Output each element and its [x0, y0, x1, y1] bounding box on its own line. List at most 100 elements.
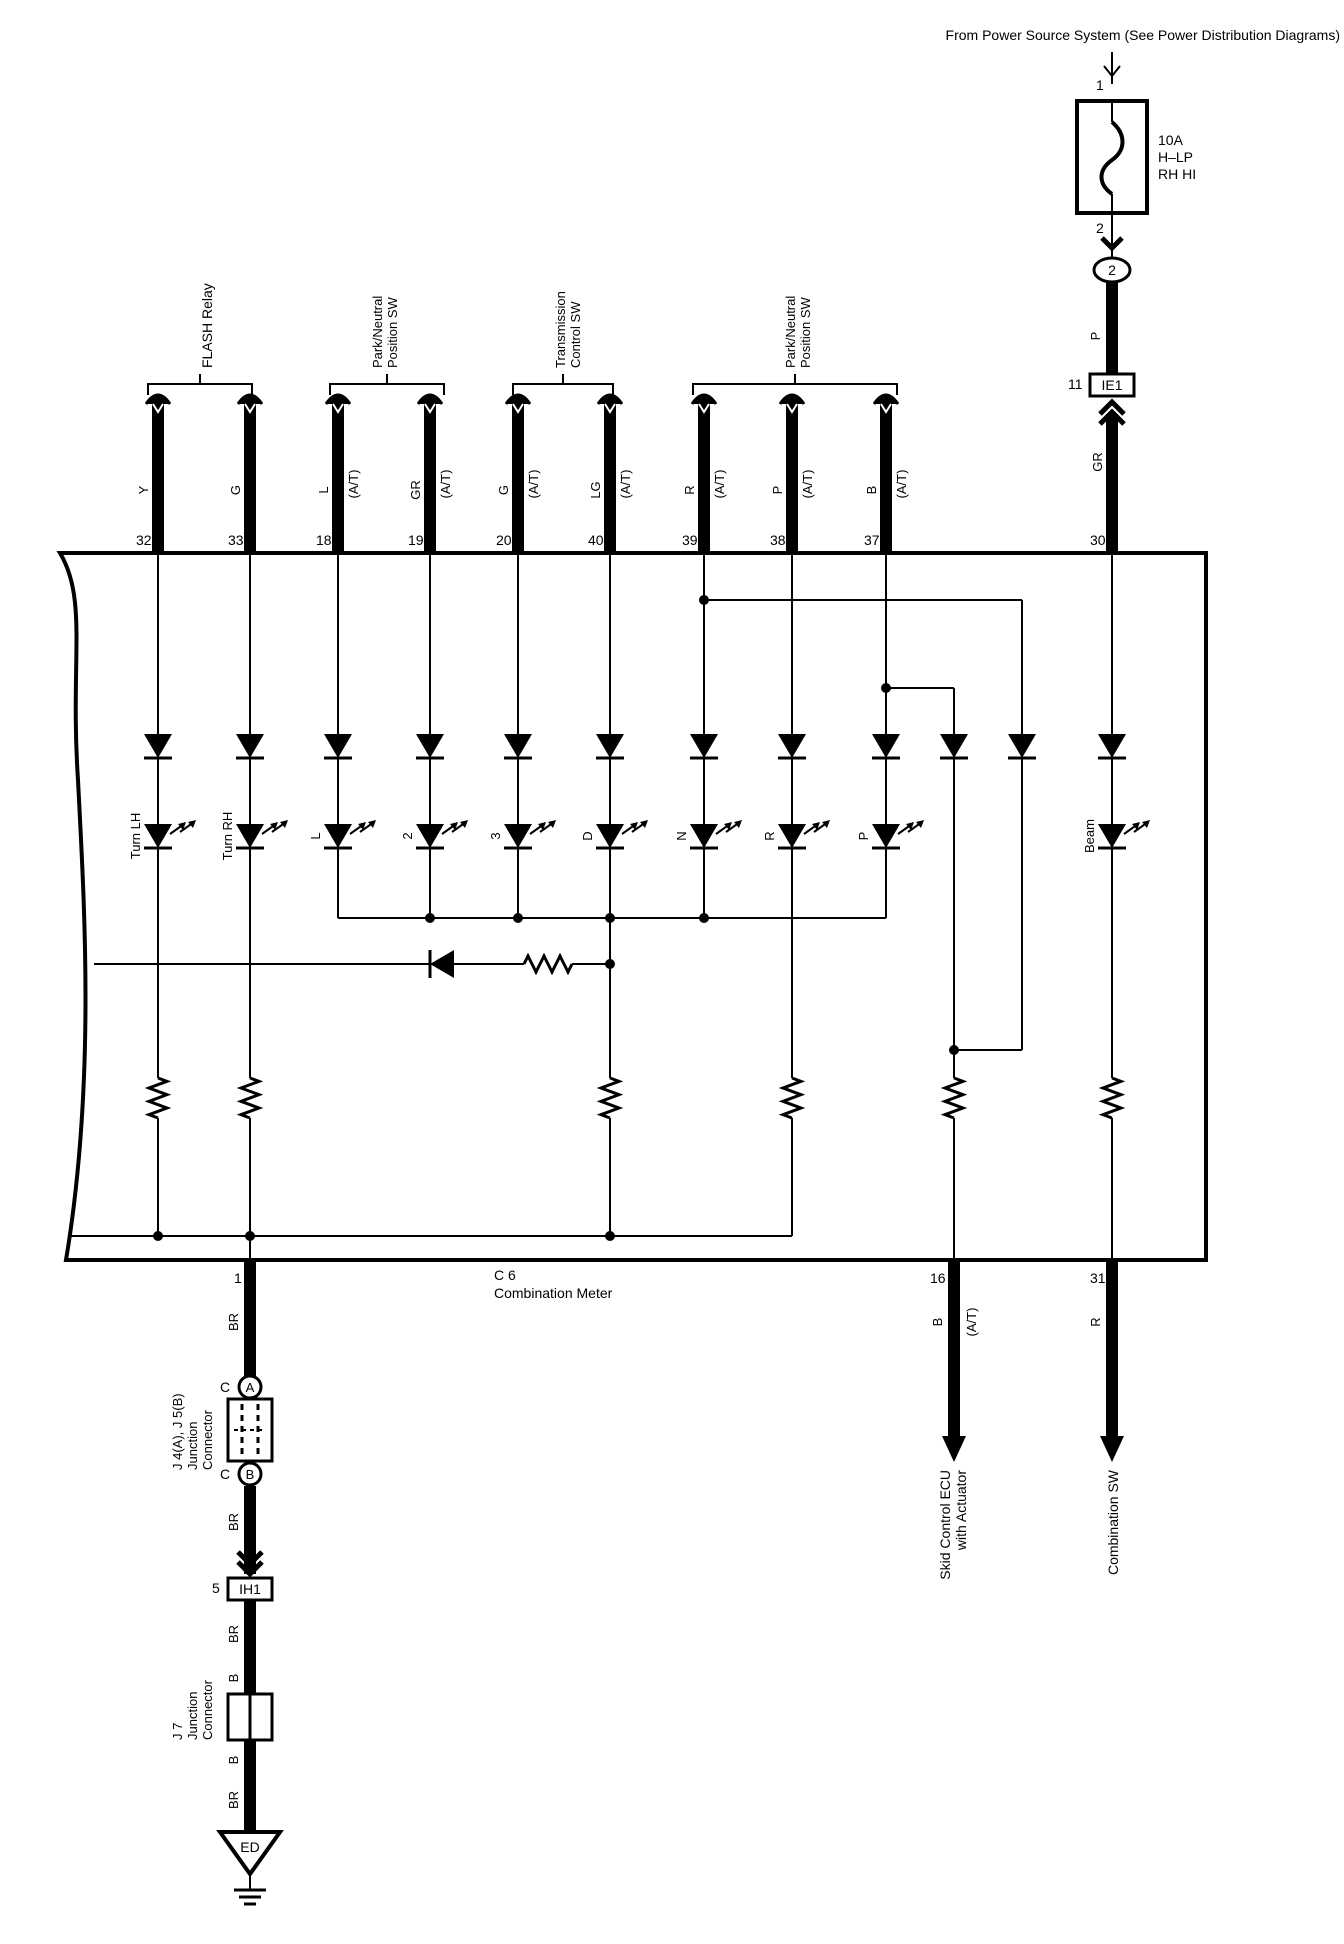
led-ray-head	[450, 822, 458, 830]
bottom-pin-31: 31	[1090, 1270, 1106, 1286]
j7-line3: Connector	[200, 1679, 215, 1740]
wire-end-cap	[236, 393, 264, 405]
wire-end-cap	[872, 393, 900, 405]
wire-color-label: GR	[408, 480, 423, 500]
wire-br-2: BR	[226, 1513, 241, 1531]
led-ray-head	[1142, 820, 1150, 828]
lamp-label: 2	[400, 832, 415, 839]
led-ray-head	[630, 822, 638, 830]
connector-pin-number: 30	[1090, 532, 1106, 548]
led-ray-head	[1132, 822, 1140, 830]
wire-color-label: G	[228, 485, 243, 495]
fuse-icon	[1099, 101, 1125, 213]
wire-color-label: GR	[1090, 452, 1105, 472]
wire-br-6: BR	[226, 1791, 241, 1809]
group-label-pnp1-line2: Position SW	[385, 296, 400, 368]
connector-pin-number: 33	[228, 532, 244, 548]
ground-icon	[234, 1874, 266, 1906]
led-symbol	[872, 824, 900, 848]
led-ray-head	[178, 822, 186, 830]
connector-pin-number: 39	[682, 532, 698, 548]
fuse-name1: H–LP	[1158, 149, 1193, 165]
resistor-symbol	[522, 952, 574, 976]
skid-arrow	[942, 1436, 966, 1462]
resistor-symbol	[778, 1076, 806, 1120]
wire-end-notch	[424, 403, 436, 414]
meter-name: Combination Meter	[494, 1285, 613, 1301]
resistor-symbol	[144, 1076, 172, 1120]
lamp-label: P	[856, 832, 871, 841]
junction-dot	[513, 913, 523, 923]
inner-circuit	[70, 553, 1150, 1262]
ih1-label: IH1	[239, 1581, 261, 1597]
wire-note-label: (A/T)	[438, 470, 453, 499]
ground-triangle	[216, 1830, 284, 1878]
led-symbol	[236, 824, 264, 848]
wire-end-cap	[324, 393, 352, 405]
lamp-label: Turn RH	[220, 812, 235, 861]
junction-dot	[949, 1045, 959, 1055]
connector-pin-number: 37	[864, 532, 880, 548]
junction-dot	[699, 595, 709, 605]
connector-pin-number: 38	[770, 532, 786, 548]
led-symbol	[504, 824, 532, 848]
wire-b-4: B	[226, 1674, 241, 1683]
led-ray-head	[538, 822, 546, 830]
j5b-letter: B	[246, 1467, 255, 1482]
wire-color-label: P	[770, 486, 785, 495]
led-ray-head	[270, 822, 278, 830]
j7-line1: J 7	[170, 1723, 185, 1740]
diode-symbol	[596, 734, 624, 758]
wire-end-cap	[690, 393, 718, 405]
wire-note-label: (A/T)	[618, 470, 633, 499]
connector-pin-number: 18	[316, 532, 332, 548]
led-symbol	[690, 824, 718, 848]
wire-end-cap	[416, 393, 444, 405]
led-symbol	[596, 824, 624, 848]
wire-end-cap	[144, 393, 172, 405]
group-brace-tcs	[512, 374, 614, 395]
connector-pin-number: 20	[496, 532, 512, 548]
led-symbol	[778, 824, 806, 848]
group-brace-pnp2	[692, 374, 898, 395]
diode-symbol	[1008, 734, 1036, 758]
bottom-pin-16: 16	[930, 1270, 946, 1286]
power-source-label: From Power Source System (See Power Dist…	[946, 27, 1340, 43]
lamp-label: N	[674, 831, 689, 840]
connector-pin-number: 19	[408, 532, 424, 548]
diode-symbol	[690, 734, 718, 758]
j7-line2: Junction	[185, 1692, 200, 1740]
wire-note-label: (A/T)	[346, 470, 361, 499]
wire-note-label: (A/T)	[526, 470, 541, 499]
led-ray-head	[358, 822, 366, 830]
wire-note-label: (A/T)	[894, 470, 909, 499]
led-ray-head	[906, 822, 914, 830]
led-ray-head	[724, 822, 732, 830]
group-label-pnp2-line2: Position SW	[798, 296, 813, 368]
wire-note-label: (A/T)	[712, 470, 727, 499]
diode-symbol	[504, 734, 532, 758]
wire-end-notch	[512, 403, 524, 414]
junction-2-label: 2	[1108, 262, 1116, 278]
diode-symbol	[324, 734, 352, 758]
lamp-label: Turn LH	[128, 813, 143, 859]
diode-symbol	[872, 734, 900, 758]
connector-pin-number: 40	[588, 532, 604, 548]
junction-dot	[699, 913, 709, 923]
led-symbol	[324, 824, 352, 848]
junction-dot	[425, 913, 435, 923]
junction-dot	[605, 1231, 615, 1241]
group-label-tcs-line2: Control SW	[568, 301, 583, 368]
led-ray-head	[916, 820, 924, 828]
j4j5-line1: J 4(A), J 5(B)	[170, 1393, 185, 1470]
resistor-symbol	[940, 1076, 968, 1120]
group-label-pnp2-line1: Park/Neutral	[783, 296, 798, 368]
wire-b-5: B	[226, 1756, 241, 1765]
lamp-label: L	[308, 832, 323, 839]
j5b-mark	[237, 1461, 263, 1487]
wire-p-label: P	[1088, 332, 1103, 341]
j4a-letter: A	[246, 1380, 255, 1395]
ie1-connector	[1088, 372, 1136, 398]
diode-symbol	[778, 734, 806, 758]
